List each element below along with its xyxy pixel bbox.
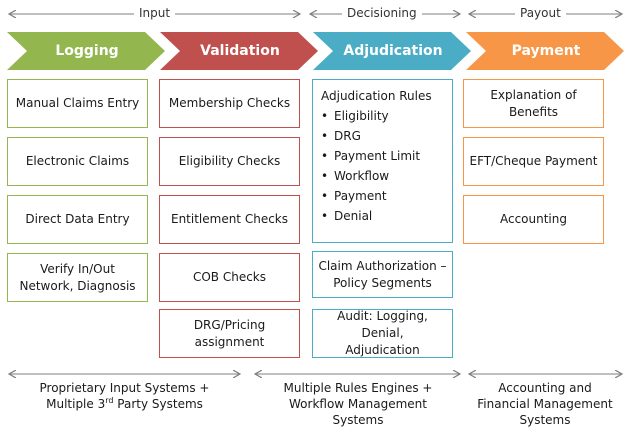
validation-eligibility-checks: Eligibility Checks [159,137,300,186]
adjudication-audit: Audit: Logging, Denial, Adjudication [312,309,453,358]
logging-direct-data-entry: Direct Data Entry [7,195,148,244]
chevron-adjudication [313,32,471,70]
adjudication-rules-box: Adjudication Rules Eligibility DRG Payme… [312,79,453,243]
phase-label-input: Input [134,6,176,20]
chevron-validation [160,32,318,70]
rule-denial: Denial [321,206,444,226]
bottom-payout-systems: Accounting and Financial Management Syst… [477,381,613,427]
payment-eft-cheque: EFT/Cheque Payment [463,137,604,186]
rule-eligibility: Eligibility [321,106,444,126]
bottom-input-systems: Proprietary Input Systems + Multiple 3rd… [39,381,210,411]
stage-label-payment: Payment [511,43,581,59]
stage-label-logging: Logging [55,43,119,59]
validation-entitlement-checks: Entitlement Checks [159,195,300,244]
validation-membership-checks: Membership Checks [159,79,300,128]
adjudication-claim-authorization: Claim Authorization – Policy Segments [312,251,453,298]
logging-manual-claims-entry: Manual Claims Entry [7,79,148,128]
adjudication-rules-title: Adjudication Rules [321,89,432,103]
payment-explanation-of-benefits: Explanation of Benefits [463,79,604,128]
logging-verify-network-diagnosis: Verify In/Out Network, Diagnosis [7,253,148,302]
adjudication-rules-list: Eligibility DRG Payment Limit Workflow P… [321,106,444,226]
rule-payment: Payment [321,186,444,206]
validation-cob-checks: COB Checks [159,253,300,302]
rule-workflow: Workflow [321,166,444,186]
bottom-decisioning-systems: Multiple Rules Engines + Workflow Manage… [283,381,433,427]
stage-label-adjudication: Adjudication [343,43,443,59]
rule-payment-limit: Payment Limit [321,146,444,166]
logging-electronic-claims: Electronic Claims [7,137,148,186]
chevron-payment [466,32,624,70]
phase-label-decisioning: Decisioning [342,6,422,20]
phase-label-payout: Payout [515,6,566,20]
rule-drg: DRG [321,126,444,146]
validation-drg-pricing-assignment: DRG/Pricing assignment [159,309,300,358]
chevron-logging [7,32,165,70]
stage-label-validation: Validation [200,43,280,59]
payment-accounting: Accounting [463,195,604,244]
